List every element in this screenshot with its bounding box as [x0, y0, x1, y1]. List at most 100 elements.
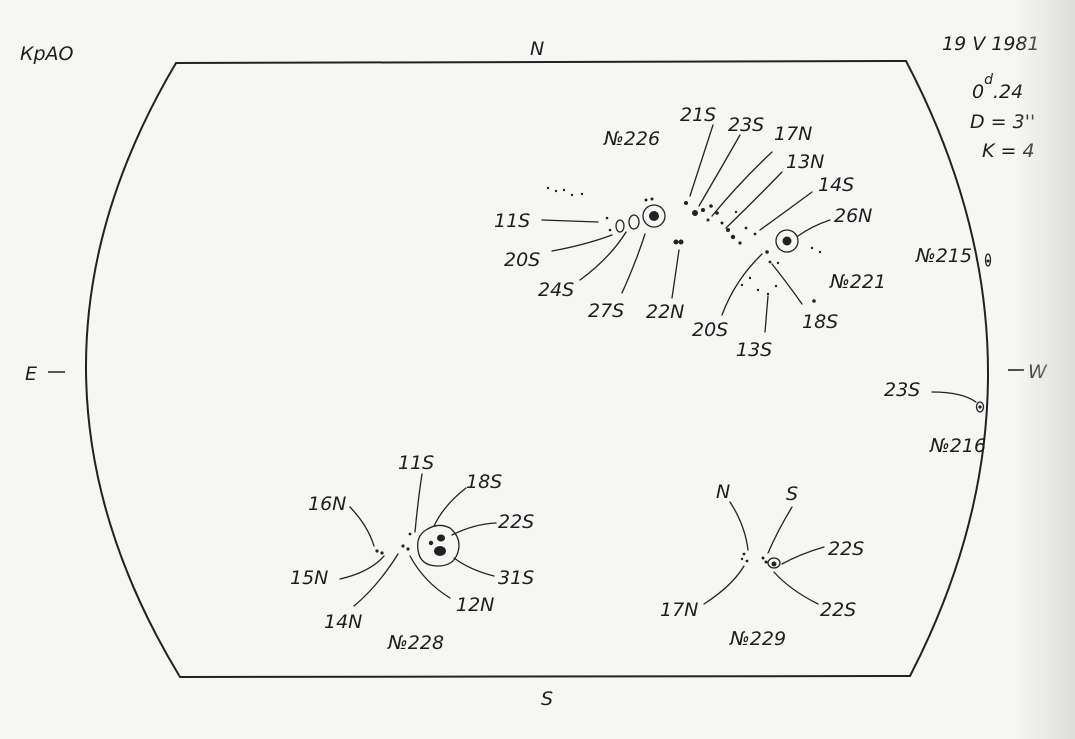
leader-line [409, 555, 451, 599]
pore [744, 226, 748, 230]
pore [715, 211, 719, 215]
label-22s-b: 22S [828, 538, 864, 560]
group-number: №221 [829, 271, 886, 293]
pore [554, 189, 558, 193]
spot-penumbra [642, 204, 666, 228]
group-228: №228 11S 18S 22S 31S 12N 14N 15N 16N [290, 452, 534, 654]
spot-penumbra [984, 253, 992, 267]
label-21s: 21S [680, 104, 716, 126]
pore [608, 228, 612, 232]
label-18s: 18S [802, 311, 838, 333]
label-16n: 16N [308, 493, 346, 515]
spot-penumbra [417, 524, 460, 567]
leader-line [671, 249, 680, 299]
label-17n: 17N [774, 123, 812, 145]
sunspot-group-226-marks [546, 186, 757, 245]
label-23s: 23S [728, 114, 764, 136]
group-number: №229 [729, 628, 786, 650]
pore [768, 260, 772, 264]
pore [692, 210, 698, 216]
pore [644, 198, 648, 202]
spot-umbra [434, 546, 446, 556]
label-24s: 24S [538, 279, 574, 301]
label-13s: 13S [736, 339, 772, 361]
group-number: №216 [929, 435, 986, 457]
leader-line [703, 565, 745, 605]
leader-line [725, 171, 783, 229]
group-226: №226 [494, 104, 824, 323]
pore [673, 239, 679, 245]
leader-line [759, 191, 813, 231]
leader-line [551, 234, 613, 252]
leader-line [781, 546, 825, 565]
label-22n: 22N [646, 301, 684, 323]
spot-penumbra [628, 214, 640, 230]
pore [570, 193, 574, 197]
spot-penumbra [775, 229, 799, 253]
label-13n: 13N [786, 151, 824, 173]
sunspot-group-221-marks [740, 229, 822, 303]
leader-line [541, 219, 599, 223]
pore [401, 544, 405, 548]
label-18s-b: 18S [466, 471, 502, 493]
label-22s-c: 22S [820, 599, 856, 621]
pore [650, 197, 654, 201]
north-label: N [530, 38, 544, 60]
leader-line [579, 231, 627, 281]
spot-umbra [428, 540, 434, 546]
pore [756, 288, 760, 292]
label-11s: 11S [494, 210, 530, 232]
pore [709, 204, 713, 208]
pore [740, 283, 744, 287]
pore [684, 201, 688, 205]
leader-line [931, 391, 977, 403]
leader-line [433, 487, 467, 527]
leader-line [767, 506, 793, 554]
south-label: S [541, 688, 553, 710]
leader-line [729, 501, 749, 551]
group-number: №228 [387, 632, 444, 654]
spot-penumbra [615, 219, 625, 233]
pore [678, 239, 684, 245]
label-20s-b: 20S [692, 319, 728, 341]
scan-edge-shade [1015, 0, 1075, 739]
label-26n: 26N [834, 205, 872, 227]
label-27s: 27S [588, 300, 624, 322]
time-sup: d [984, 72, 993, 88]
spot-umbra [782, 236, 792, 246]
pore [748, 276, 752, 280]
label-11s-b: 11S [398, 452, 434, 474]
east-label: E [25, 363, 37, 385]
leader-line [353, 553, 399, 607]
label-17n-b: 17N [660, 599, 698, 621]
label-s: S [786, 483, 798, 505]
pore [761, 556, 765, 560]
disk-frame [85, 59, 989, 679]
label-22s: 22S [498, 511, 534, 533]
leader-line [453, 557, 495, 577]
leader-line [698, 134, 741, 207]
group-number: №215 [915, 245, 972, 267]
pore [562, 188, 566, 192]
spot-umbra [986, 259, 990, 263]
pore [706, 218, 710, 222]
pore [408, 532, 412, 536]
leader-line [451, 522, 497, 536]
label-23s-b: 23S [884, 379, 920, 401]
sunspot-group-229-marks [740, 552, 781, 569]
pore [605, 216, 609, 220]
group-221: №221 14S 26N 18S 13S 20S [692, 174, 886, 361]
leader-line [339, 555, 385, 580]
group-number: №226 [603, 128, 660, 150]
label-n: N [716, 481, 730, 503]
leader-line [414, 473, 423, 533]
spot-penumbra [767, 557, 781, 569]
group-216: №216 23S [884, 379, 986, 457]
pore [776, 261, 780, 265]
leader-line [764, 295, 769, 333]
leader-line [797, 219, 831, 237]
pore [546, 186, 550, 190]
pore [764, 560, 768, 564]
pore [738, 241, 742, 245]
